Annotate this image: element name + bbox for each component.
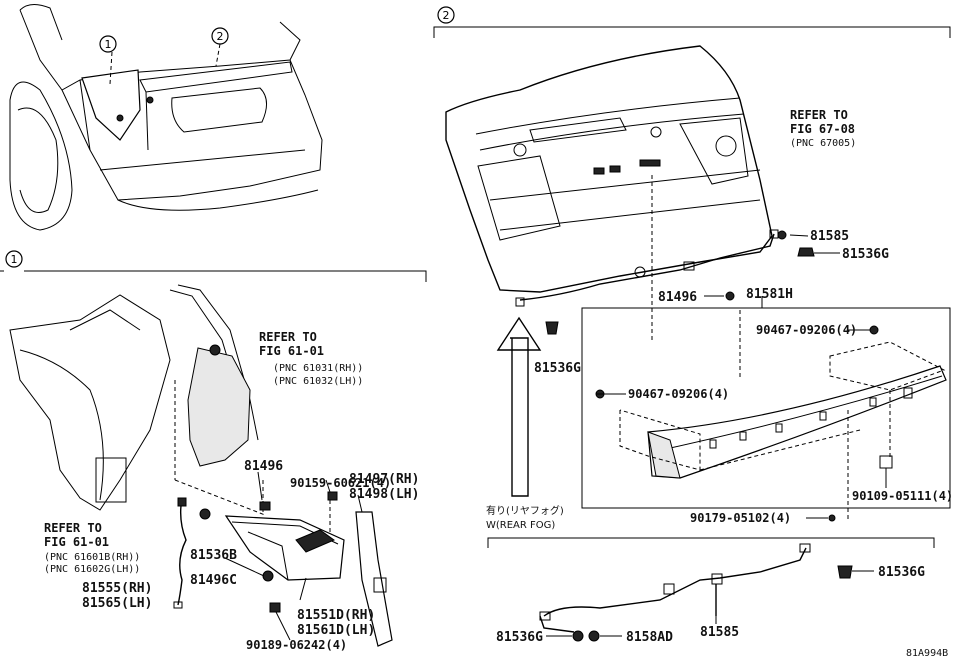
callout-2-overview — [211, 27, 229, 45]
svg-text:81536G: 81536G — [842, 247, 889, 262]
svg-text:81536G: 81536G — [878, 565, 925, 580]
svg-text:81585: 81585 — [810, 229, 849, 244]
svg-text:90179-05102(4): 90179-05102(4) — [690, 511, 791, 525]
svg-text:90467-09206(4): 90467-09206(4) — [756, 323, 857, 337]
svg-text:1: 1 — [105, 38, 112, 51]
svg-text:81496: 81496 — [658, 290, 697, 305]
svg-text:81561D(LH): 81561D(LH) — [297, 623, 375, 638]
svg-text:81536G: 81536G — [496, 630, 543, 645]
svg-text:81551D(RH): 81551D(RH) — [297, 608, 375, 623]
svg-text:81565(LH): 81565(LH) — [82, 596, 152, 611]
svg-text:1: 1 — [11, 253, 18, 266]
section-1: 1 — [0, 250, 427, 652]
svg-text:90159-60621(4): 90159-60621(4) — [290, 476, 391, 490]
svg-text:REFER TO: REFER TO — [790, 108, 848, 122]
svg-text:90467-09206(4): 90467-09206(4) — [628, 387, 729, 401]
svg-text:81497(RH): 81497(RH) — [349, 472, 419, 487]
svg-text:REFER TO: REFER TO — [44, 521, 102, 535]
section-2: 2 有り(リヤフォグ) W(REAR FOG) — [433, 6, 953, 645]
svg-text:FIG 61-01: FIG 61-01 — [259, 344, 324, 358]
svg-text:(PNC 67005): (PNC 67005) — [790, 138, 856, 149]
svg-text:(PNC 61032(LH)): (PNC 61032(LH)) — [273, 376, 363, 387]
svg-text:(PNC 61031(RH)): (PNC 61031(RH)) — [273, 363, 363, 374]
svg-text:81496C: 81496C — [190, 573, 237, 588]
svg-text:81536B: 81536B — [190, 548, 237, 563]
svg-text:90109-05111(4): 90109-05111(4) — [852, 489, 953, 503]
svg-text:FIG 67-08: FIG 67-08 — [790, 122, 855, 136]
callout-1-overview — [99, 35, 117, 53]
callout-1-section — [5, 250, 23, 268]
svg-text:(PNC 61602G(LH)): (PNC 61602G(LH)) — [44, 564, 140, 575]
svg-text:81581H: 81581H — [746, 287, 793, 302]
svg-text:81585: 81585 — [700, 625, 739, 640]
svg-text:90189-06242(4): 90189-06242(4) — [246, 638, 347, 652]
svg-text:2: 2 — [443, 9, 450, 22]
svg-text:81555(RH): 81555(RH) — [82, 581, 152, 596]
svg-text:8158AD: 8158AD — [626, 630, 673, 645]
svg-text:(PNC 61601B(RH)): (PNC 61601B(RH)) — [44, 552, 140, 563]
callout-2-section — [437, 6, 455, 24]
diagram-code: 81A994B — [906, 648, 948, 659]
svg-text:2: 2 — [217, 30, 224, 43]
svg-text:81496: 81496 — [244, 459, 283, 474]
svg-text:W(REAR FOG): W(REAR FOG) — [486, 520, 555, 531]
svg-text:81536G: 81536G — [534, 361, 581, 376]
svg-text:有り(リヤフォグ): 有り(リヤフォグ) — [486, 504, 564, 517]
svg-text:REFER TO: REFER TO — [259, 330, 317, 344]
overview-car: 1 2 — [9, 4, 323, 231]
svg-text:81498(LH): 81498(LH) — [349, 487, 419, 502]
svg-text:FIG 61-01: FIG 61-01 — [44, 535, 109, 549]
